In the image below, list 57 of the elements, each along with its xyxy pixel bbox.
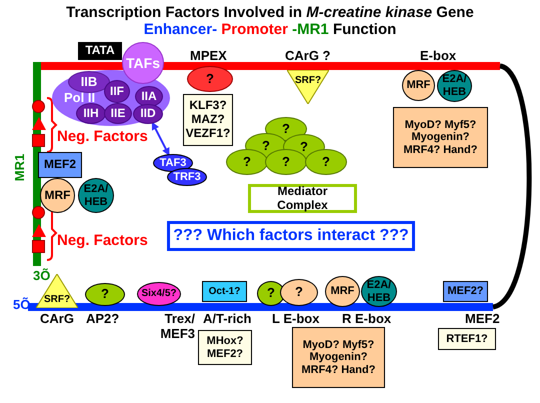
- protein-circle: E2A/ HEB: [78, 178, 114, 213]
- complex-label-box: Mediator Complex: [248, 184, 357, 213]
- protein-box: MEF2: [38, 152, 82, 178]
- site-label: MPEX: [190, 48, 227, 63]
- protein-circle: E2A/ HEB: [361, 276, 397, 307]
- site-label: E-box: [420, 48, 456, 63]
- region-label: MR1: [12, 154, 28, 182]
- protein-circle: IIF: [104, 80, 130, 103]
- protein-ellipse: ?: [305, 149, 347, 175]
- subtitle: Enhancer- Promoter -MR1 Function: [142, 21, 398, 38]
- question-box: ??? Which factors interact ???: [167, 221, 415, 251]
- negative-factor-square: [32, 240, 45, 253]
- protein-ellipse: IIE: [104, 103, 132, 124]
- factor-label: Neg. Factors: [57, 128, 148, 145]
- protein-circle: E2A/ HEB: [437, 70, 472, 102]
- protein-ellipse: IID: [133, 104, 163, 124]
- protein-ellipse: IIA: [135, 86, 163, 107]
- protein-label: Pol II: [64, 91, 96, 106]
- protein-ellipse: ?: [187, 66, 233, 92]
- factor-label: Neg. Factors: [57, 232, 148, 249]
- factor-note: MHox? MEF2?: [198, 330, 252, 365]
- protein-circle: MRF: [402, 70, 435, 101]
- negative-factor-circle: [32, 206, 45, 219]
- site-label: AP2?: [86, 311, 120, 326]
- protein-circle: MRF: [325, 276, 360, 307]
- protein-ellipse: IIH: [76, 103, 106, 124]
- double-arrow: [152, 122, 170, 156]
- protein-ellipse: ?: [280, 279, 318, 306]
- site-label: R E-box: [342, 311, 392, 326]
- negative-factor-triangle: [32, 224, 46, 237]
- protein-ellipse: Six4/5?: [137, 282, 181, 306]
- factor-note: MyoD? Myf5? Myogenin? MRF4? Hand?: [292, 327, 385, 388]
- protein-ellipse: TAF3: [153, 154, 193, 172]
- negative-factor-triangle: [32, 117, 46, 130]
- factor-note: KLF3? MAZ? VEZF1?: [183, 94, 233, 146]
- protein-circle: MRF: [40, 178, 75, 213]
- site-label: A/T-rich: [203, 311, 252, 326]
- site-label: CArG ?: [285, 48, 330, 63]
- protein-ellipse: ?: [226, 149, 268, 175]
- protein-ellipse: TRF3: [167, 168, 207, 186]
- factor-note: MyoD? Myf5? Myogenin? MRF4? Hand?: [393, 107, 488, 168]
- protein-box: MEF2?: [443, 281, 488, 302]
- site-label: L E-box: [272, 311, 320, 326]
- protein-ellipse: IIB: [68, 71, 110, 93]
- factor-note: RTEF1?: [438, 328, 496, 350]
- negative-factor-circle: [32, 100, 45, 113]
- title: Transcription Factors Involved in M-creatine kinase Gene: [65, 4, 475, 21]
- site-label: CArG: [40, 311, 74, 326]
- protein-ellipse: [52, 70, 170, 126]
- site-label: MEF2: [465, 311, 500, 326]
- site-label: Trex/ MEF3: [159, 311, 195, 341]
- promoter-box: TATA: [78, 42, 122, 60]
- protein-triangle: SRF?: [287, 70, 329, 104]
- protein-box: Oct-1?: [202, 281, 247, 302]
- protein-circle: TAFs: [122, 42, 164, 84]
- protein-ellipse: ?: [85, 283, 125, 306]
- negative-factor-square: [32, 134, 45, 147]
